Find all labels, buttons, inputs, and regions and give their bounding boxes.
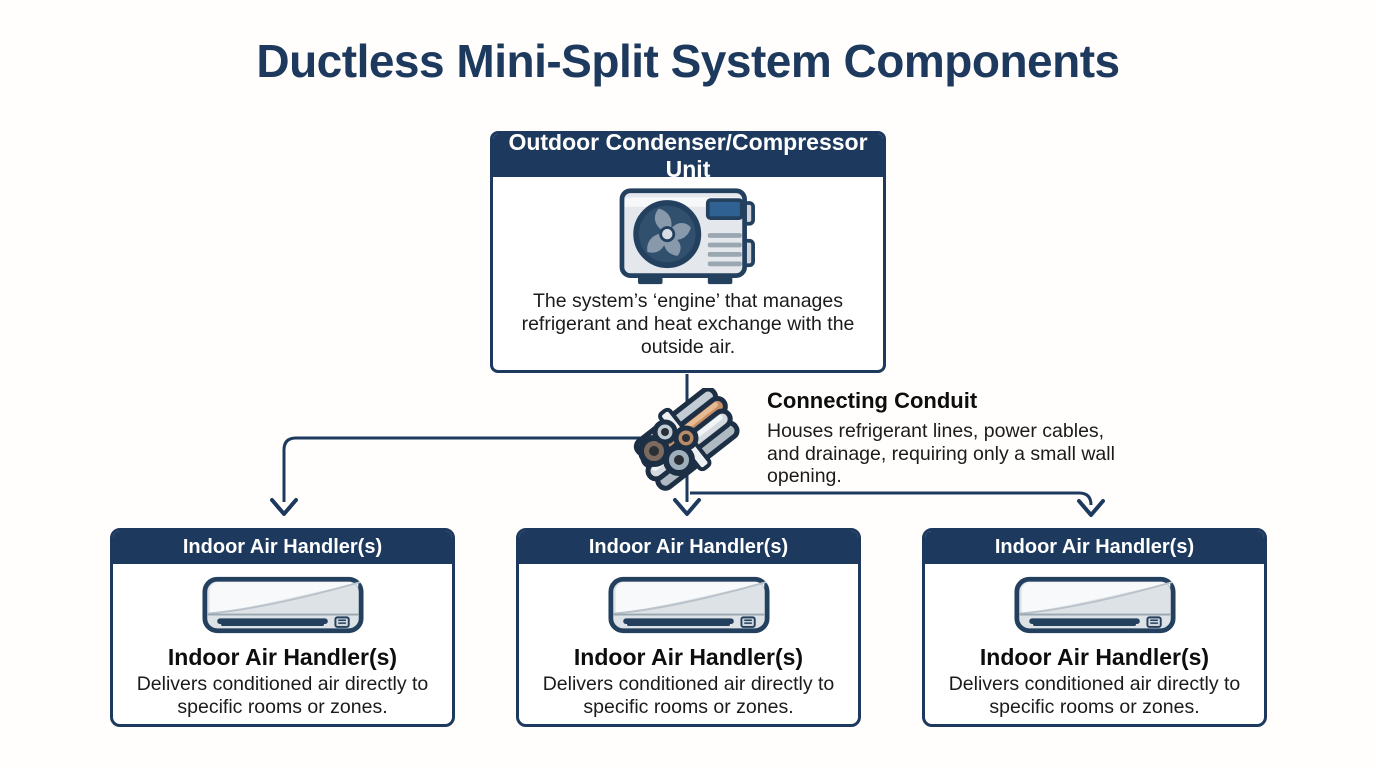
indoor-unit-header: Indoor Air Handler(s) bbox=[519, 531, 858, 564]
indoor-unit-box-3: Indoor Air Handler(s) Indoor Air Handler… bbox=[922, 528, 1267, 727]
outdoor-condenser-icon bbox=[617, 185, 759, 287]
conduit-annotation: Connecting Conduit Houses refrigerant li… bbox=[767, 388, 1117, 488]
conduit-description: Houses refrigerant lines, power cables, … bbox=[767, 420, 1115, 487]
indoor-unit-body: Indoor Air Handler(s) Delivers condition… bbox=[519, 564, 858, 724]
indoor-unit-box-1: Indoor Air Handler(s) Indoor Air Handler… bbox=[110, 528, 455, 727]
indoor-unit-title: Indoor Air Handler(s) bbox=[167, 644, 398, 670]
indoor-unit-title: Indoor Air Handler(s) bbox=[979, 644, 1210, 670]
conduit-pipes-icon bbox=[628, 386, 750, 492]
indoor-unit-header: Indoor Air Handler(s) bbox=[113, 531, 452, 564]
arrowhead-middle bbox=[673, 498, 701, 516]
indoor-unit-header: Indoor Air Handler(s) bbox=[925, 531, 1264, 564]
indoor-air-handler-icon bbox=[607, 575, 770, 635]
outdoor-unit-header: Outdoor Condenser/Compressor Unit bbox=[493, 134, 883, 182]
indoor-unit-box-2: Indoor Air Handler(s) Indoor Air Handler… bbox=[516, 528, 861, 727]
outdoor-unit-body: The system’s ‘engine’ that manages refri… bbox=[493, 177, 883, 370]
outdoor-unit-box: Outdoor Condenser/Compressor Unit bbox=[490, 131, 886, 373]
indoor-air-handler-icon bbox=[1013, 575, 1176, 635]
indoor-unit-body: Indoor Air Handler(s) Delivers condition… bbox=[925, 564, 1264, 724]
indoor-unit-description: Delivers conditioned air directly to spe… bbox=[136, 673, 429, 718]
connector-right-branch bbox=[690, 491, 1093, 506]
indoor-unit-description: Delivers conditioned air directly to spe… bbox=[542, 673, 835, 718]
page-title: Ductless Mini-Split System Components bbox=[256, 35, 1120, 87]
arrowhead-right bbox=[1077, 499, 1105, 517]
connector-left-branch bbox=[282, 436, 660, 502]
indoor-unit-description: Delivers conditioned air directly to spe… bbox=[948, 673, 1241, 718]
outdoor-unit-description: The system’s ‘engine’ that manages refri… bbox=[521, 290, 855, 358]
indoor-air-handler-icon bbox=[201, 575, 364, 635]
conduit-title: Connecting Conduit bbox=[767, 388, 978, 413]
indoor-unit-body: Indoor Air Handler(s) Delivers condition… bbox=[113, 564, 452, 724]
indoor-unit-title: Indoor Air Handler(s) bbox=[573, 644, 804, 670]
arrowhead-left bbox=[270, 498, 298, 516]
